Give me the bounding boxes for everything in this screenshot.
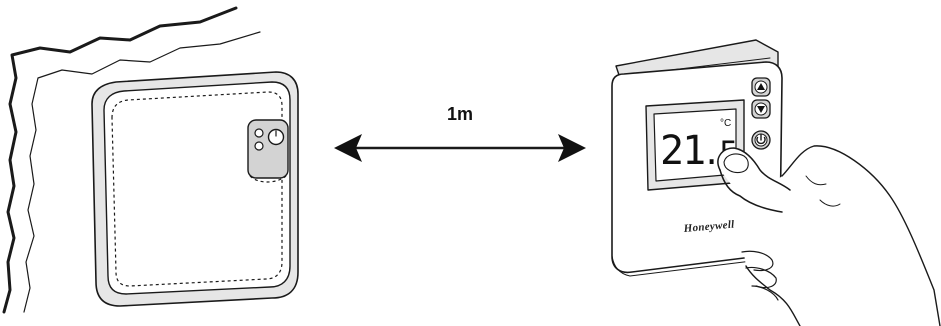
temperature-value: 21 <box>660 128 704 174</box>
up-arrow-icon <box>757 83 765 90</box>
arrow-left-icon <box>334 134 362 162</box>
led-icon <box>254 128 264 138</box>
distance-indicator: 1m <box>334 104 586 162</box>
temperature-unit: °C <box>720 118 731 129</box>
wall <box>2 6 261 314</box>
power-icon <box>756 133 766 145</box>
down-button[interactable] <box>751 99 771 119</box>
down-arrow-icon <box>757 106 765 113</box>
dial-icon <box>267 128 285 146</box>
arrow-right-icon <box>558 134 586 162</box>
up-button[interactable] <box>751 77 771 97</box>
receiver-indicator-panel <box>247 119 289 183</box>
lcd-display: 21 .5 °C <box>645 99 745 191</box>
brand-logo: Honeywell <box>682 219 735 236</box>
distance-label: 1m <box>447 104 473 124</box>
power-button[interactable] <box>751 130 771 150</box>
hand <box>717 145 941 326</box>
receiver-unit <box>91 71 299 307</box>
led-icon <box>254 141 264 151</box>
